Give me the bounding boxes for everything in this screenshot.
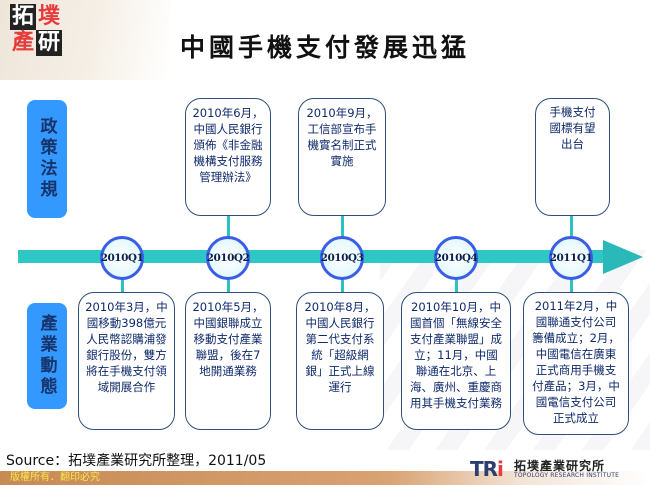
page-title: 中國手機支付發展迅猛 — [179, 33, 470, 62]
connector — [121, 276, 124, 292]
source-note: Source：拓墣產業研究所整理，2011/05 — [6, 453, 267, 469]
industry-box-2010q2: 2010年5月，中國銀聯成立移動支付產業聯盟，後在7地開通業務 — [185, 292, 271, 430]
brand-name-en: TOPOLOGY RESEARCH INSTITUTE — [514, 472, 620, 479]
policy-box-2011q1: 手機支付國標有望出台 — [535, 98, 610, 216]
tri-mark-tr: TR — [470, 457, 498, 481]
timeline-node-2010q2: 2010Q2 — [206, 236, 250, 280]
connector — [455, 276, 458, 292]
tri-mark-i: i — [497, 457, 504, 481]
industry-box-2011q1: 2011年2月，中國聯通支付公司籌備成立；2月，中國電信在廣東正式商用手機支付產… — [523, 292, 629, 435]
industry-box-2010q3: 2010年8月，中國人民銀行第二代支付系統「超級網銀」正式上線運行 — [296, 292, 384, 430]
timeline-node-2010q3: 2010Q3 — [320, 236, 364, 280]
timeline-arrow-head-icon — [603, 240, 643, 274]
tri-mark: TRi — [470, 457, 504, 481]
logo-char: 拓 — [10, 4, 36, 30]
connector — [570, 276, 573, 292]
policy-box-2010q2: 2010年6月，中國人民銀行頒佈《非金融機構支付服務管理辦法》 — [185, 98, 271, 216]
tri-brand-logo: TRi 拓墣產業研究所 TOPOLOGY RESEARCH INSTITUTE — [470, 455, 650, 485]
brand-name-cn: 拓墣產業研究所 — [514, 459, 606, 473]
footer-band: 版權所有．翻印必究 — [0, 471, 650, 485]
connector — [341, 214, 344, 238]
logo: 拓 墣 產 研 — [10, 4, 62, 56]
row-label-policy: 政策法規 — [27, 100, 67, 218]
connector — [570, 214, 573, 238]
logo-char: 研 — [36, 30, 62, 56]
connector — [341, 276, 344, 292]
connector — [227, 276, 230, 292]
industry-box-2010q1: 2010年3月，中國移動398億元人民幣認購浦發銀行股份，雙方將在手機支付領域開… — [78, 292, 175, 430]
policy-box-2010q3: 2010年9月，工信部宣布手機實名制正式實施 — [298, 98, 386, 216]
industry-box-2010q4: 2010年10月，中國首個「無線安全支付產業聯盟」成立；11月，中國聯通在北京、… — [401, 292, 511, 430]
logo-char: 墣 — [37, 4, 60, 29]
connector — [227, 214, 230, 238]
timeline-node-2010q4: 2010Q4 — [434, 236, 478, 280]
timeline-node-2011q1: 2011Q1 — [549, 236, 593, 280]
copyright-text: 版權所有．翻印必究 — [10, 472, 100, 483]
logo-char: 產 — [11, 30, 34, 55]
timeline-node-2010q1: 2010Q1 — [100, 236, 144, 280]
row-label-industry: 產業動態 — [27, 303, 67, 409]
